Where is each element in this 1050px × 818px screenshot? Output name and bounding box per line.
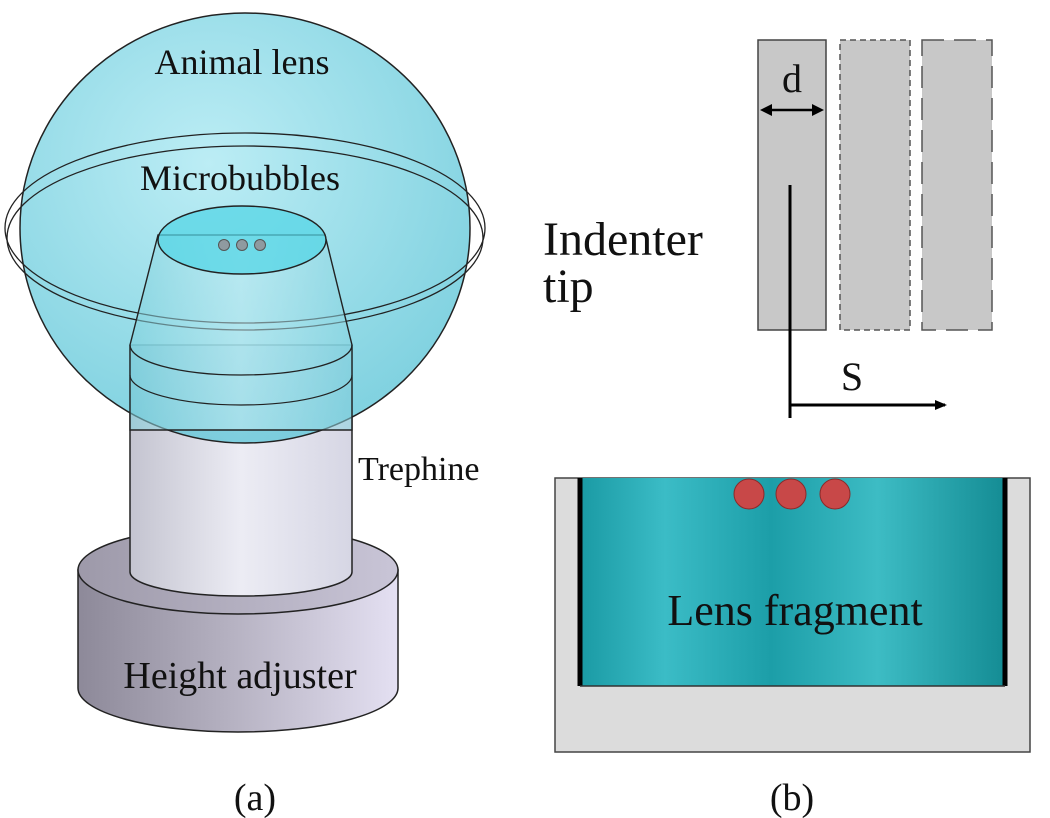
indenter-tip [757,39,827,331]
indenter-position-2 [839,39,911,331]
label-trephine: Trephine [358,451,480,488]
lens-core-cone [129,205,353,431]
panel-b-fragment: Lens fragment (b) [554,477,1031,818]
label-animal-lens: Animal lens [155,42,330,82]
label-lens-fragment: Lens fragment [667,586,922,635]
label-s: S [841,354,863,399]
caption-b: (b) [770,777,814,818]
label-indenter: Indenter [543,213,703,266]
panel-a-illustration: Animal lens Microbubbles Trephine Height… [4,12,486,818]
panel-b-indenter: d S Indenter tip [543,39,993,418]
microbubbles [218,239,266,251]
lens-fragment [580,478,1005,686]
caption-a: (a) [234,777,276,818]
label-height-adjuster: Height adjuster [123,655,357,697]
label-tip: tip [543,260,594,313]
fragment-microbubbles [733,478,851,510]
label-microbubbles: Microbubbles [140,158,340,198]
d-dimension-arrow [760,104,824,116]
label-d: d [782,56,802,101]
indenter-position-3 [921,39,993,331]
s-axis [788,185,947,418]
